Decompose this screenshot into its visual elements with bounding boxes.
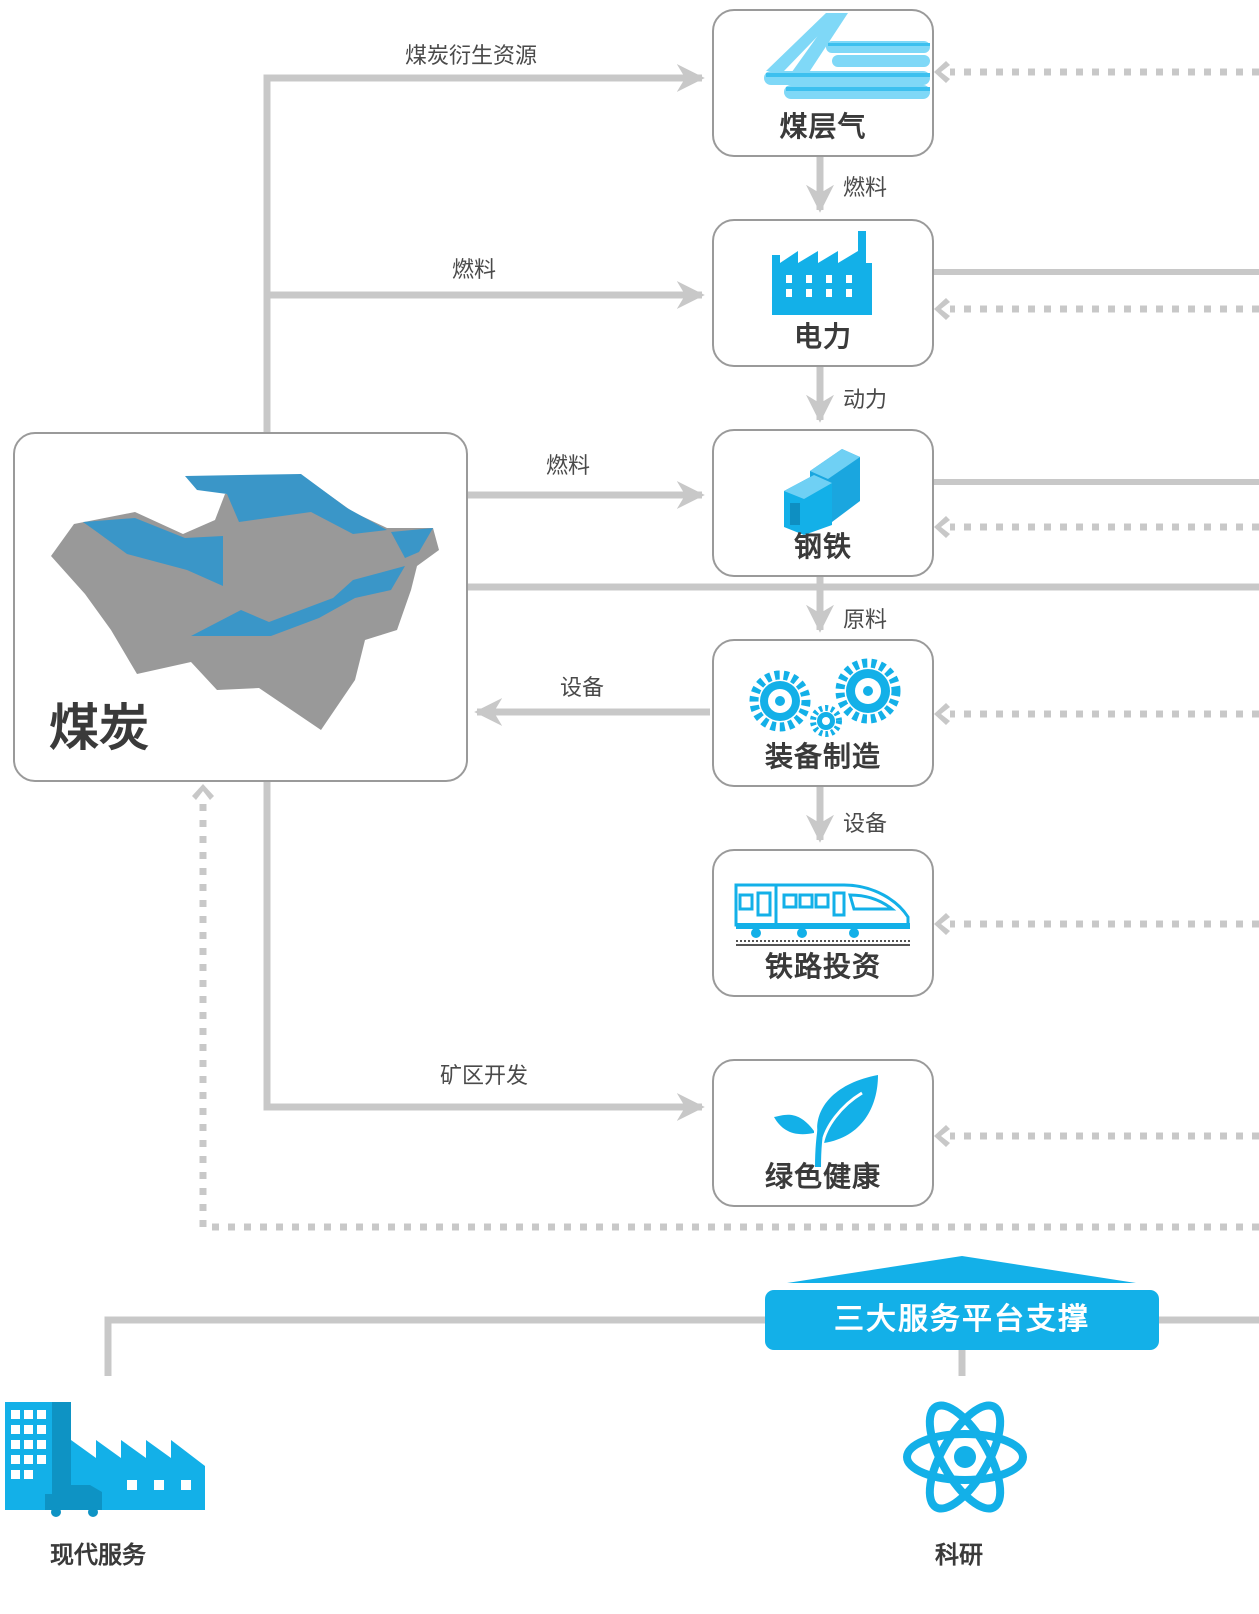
research-atom-icon — [903, 1401, 1027, 1513]
node-label: 钢铁 — [793, 530, 852, 563]
coal-label: 煤炭 — [49, 699, 149, 757]
coal-return-loop — [199, 800, 1259, 1231]
flow-label-equip-to-rail: 设备 — [843, 812, 888, 837]
platform-lines — [104, 1316, 1259, 1376]
modern-services-icon — [5, 1402, 205, 1517]
flow-label-steel-to-equip: 原料 — [843, 608, 888, 633]
flow-label-coal-to-steel: 燃料 — [546, 454, 591, 479]
right-solid-lines — [934, 269, 1259, 485]
pipeline-icon — [764, 13, 930, 99]
steel-ingot-icon — [784, 449, 860, 535]
coal-trunk-lines — [263, 64, 1259, 1121]
coal-node[interactable]: 煤炭 — [13, 432, 468, 782]
right-dotted-feedback — [950, 68, 1259, 1140]
factory-icon — [772, 231, 872, 315]
node-coalbed-methane[interactable]: 煤层气 — [712, 9, 934, 157]
node-green-health[interactable]: 绿色健康 — [712, 1059, 934, 1207]
node-label: 装备制造 — [764, 740, 881, 773]
platform-roof — [787, 1256, 1136, 1283]
flow-label-coal-to-green: 矿区开发 — [440, 1064, 529, 1089]
feedback-arrowheads — [934, 61, 950, 1147]
research-atom-core — [954, 1446, 976, 1468]
flow-label-power-to-steel: 动力 — [843, 388, 888, 413]
node-railway-investment[interactable]: 铁路投资 — [712, 849, 934, 997]
node-label: 铁路投资 — [764, 950, 881, 983]
node-power[interactable]: 电力 — [712, 219, 934, 367]
flow-label-cbm-to-power: 燃料 — [843, 176, 888, 201]
node-label: 绿色健康 — [764, 1160, 881, 1193]
flow-label-coal-to-cbm: 煤炭衍生资源 — [405, 44, 538, 69]
flow-label-coal-to-power: 燃料 — [452, 258, 497, 283]
high-speed-train-icon — [734, 883, 910, 946]
node-steel[interactable]: 钢铁 — [712, 429, 934, 577]
node-label: 电力 — [793, 320, 852, 353]
coal-return-arrowhead — [192, 784, 214, 800]
platform-banner: 三大服务平台支撑 — [765, 1290, 1159, 1350]
node-equipment-manufacturing[interactable]: 装备制造 — [712, 639, 934, 787]
platform-item-modern-services: 现代服务 — [50, 1541, 146, 1569]
gears-icon — [749, 658, 901, 737]
node-label: 煤层气 — [779, 110, 867, 143]
leaf-icon — [774, 1075, 878, 1168]
coal-map-icon — [51, 474, 439, 730]
platform-item-research: 科研 — [935, 1541, 983, 1569]
flow-label-equip-to-coal: 设备 — [560, 676, 605, 701]
